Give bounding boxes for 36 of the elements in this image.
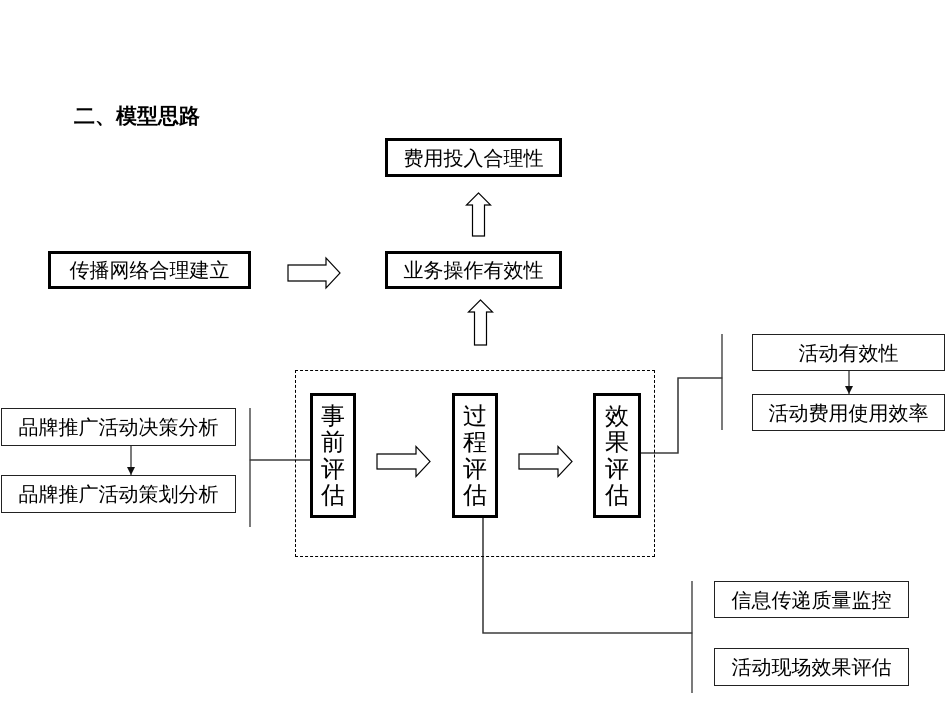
process-box (1, 475, 236, 513)
process-box (752, 394, 945, 431)
connector-line (249, 459, 310, 527)
box-label: 活动有效性 (798, 340, 898, 364)
box-label: 过程评估 (463, 402, 487, 508)
dashed-group-frame (295, 370, 655, 557)
process-box (752, 334, 945, 371)
process-box (385, 251, 562, 289)
block-arrow (467, 299, 494, 346)
box-label: 信息传递质量监控 (732, 588, 892, 612)
diagram-title: 二、模型思路 (74, 103, 200, 130)
stage-box (310, 393, 356, 518)
box-label: 品牌推广活动决策分析 (18, 415, 218, 439)
stage-box (452, 393, 498, 518)
process-box (1, 408, 236, 446)
connector-line (641, 377, 723, 454)
block-arrow (376, 444, 431, 478)
box-label: 活动费用使用效率 (768, 400, 928, 424)
block-arrow (518, 444, 573, 478)
box-label: 业务操作有效性 (404, 258, 544, 282)
box-label: 费用投入合理性 (404, 146, 544, 170)
box-label: 效果评估 (605, 402, 629, 508)
arrow (127, 446, 135, 475)
box-label: 事前评估 (321, 402, 345, 508)
process-box (48, 251, 251, 289)
box-label: 传播网络合理建立 (70, 258, 230, 282)
process-box (714, 648, 909, 686)
stage-box (593, 393, 641, 518)
arrow (845, 371, 853, 394)
box-label: 品牌推广活动策划分析 (18, 482, 218, 506)
process-box (385, 138, 562, 177)
block-arrow (287, 256, 341, 290)
block-arrow (465, 192, 492, 237)
connector-line (482, 518, 693, 693)
process-box (714, 581, 909, 618)
box-label: 活动现场效果评估 (732, 655, 892, 679)
